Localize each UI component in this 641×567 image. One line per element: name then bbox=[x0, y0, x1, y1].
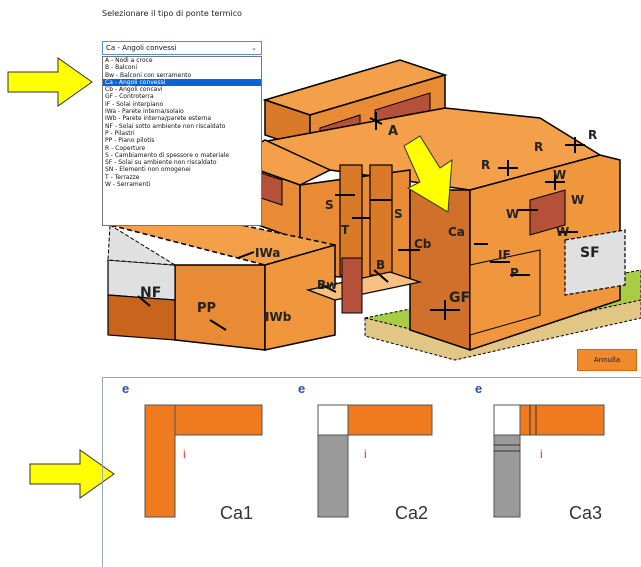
detail-ca2-exterior-label: e bbox=[298, 381, 306, 396]
listbox-option[interactable]: IWb - Parete interna/parete esterna bbox=[105, 115, 212, 123]
label-NF: NF bbox=[140, 285, 162, 301]
label-T: T bbox=[341, 223, 350, 237]
listbox-option[interactable]: T - Terrazze bbox=[105, 173, 140, 181]
label-W3: W bbox=[571, 193, 585, 207]
listbox-option[interactable]: R - Coperture bbox=[105, 144, 146, 152]
tower-window bbox=[529, 189, 566, 236]
label-Cb: Cb bbox=[414, 237, 432, 251]
label-W1: W bbox=[553, 168, 567, 182]
listbox-option[interactable]: IF - Solai interpiano bbox=[105, 100, 164, 108]
label-P: P bbox=[510, 266, 519, 280]
detail-ca2-caption: Ca2 bbox=[395, 503, 429, 523]
label-Bw: Bw bbox=[317, 278, 338, 292]
tower-lower bbox=[469, 249, 541, 336]
listbox-option[interactable]: GF - Controterra bbox=[105, 93, 154, 101]
balcony-bw bbox=[305, 271, 423, 301]
listbox-option[interactable]: SN - Elementi non omogenei bbox=[105, 166, 191, 174]
label-R2: R bbox=[534, 140, 544, 154]
listbox-option[interactable]: SF - Solai su ambiente non riscaldato bbox=[105, 159, 217, 167]
label-W4: W bbox=[556, 225, 570, 239]
prompt-label: Selezionare il tipo di ponte termico bbox=[102, 9, 242, 18]
detail-panel-border-top bbox=[102, 377, 641, 378]
tower-front bbox=[409, 189, 471, 352]
listbox-option[interactable]: B - Balconi bbox=[105, 64, 137, 72]
lower-front bbox=[174, 264, 266, 351]
listbox-option[interactable]: Ca - Angoli convessi bbox=[103, 78, 261, 87]
listbox-option[interactable]: A - Nodi a croce bbox=[105, 57, 153, 64]
label-GF: GF bbox=[449, 290, 471, 306]
left-dashed-box bbox=[107, 224, 176, 266]
label-IWb: IWb bbox=[265, 310, 292, 324]
listbox-option[interactable]: Cb - Angoli concavi bbox=[105, 86, 163, 94]
arrow-pointer-list bbox=[7, 57, 93, 107]
listbox-option[interactable]: S - Cambiamento di spessore o materiale bbox=[105, 151, 230, 159]
label-W2: W bbox=[506, 207, 520, 221]
combobox-value: Ca - Angoli convessi bbox=[106, 44, 177, 52]
detail-ca1-interior-label: i bbox=[183, 447, 186, 461]
label-IWa: IWa bbox=[255, 246, 281, 260]
sf-box bbox=[564, 229, 626, 296]
arrow-pointer-detail bbox=[29, 449, 115, 499]
label-Ca: Ca bbox=[448, 225, 465, 239]
listbox-option[interactable]: PP - Piano pilotis bbox=[105, 137, 155, 145]
listbox-option[interactable]: P - Pilastri bbox=[105, 129, 135, 137]
detail-ca2-interior-label: i bbox=[364, 447, 367, 461]
detail-ca1-caption: Ca1 bbox=[220, 503, 254, 523]
label-B: B bbox=[376, 258, 386, 272]
label-A: A bbox=[388, 124, 399, 139]
detail-ca1-exterior-label: e bbox=[122, 381, 130, 396]
detail-ca3-caption: Ca3 bbox=[569, 503, 603, 523]
label-IF: IF bbox=[498, 248, 511, 262]
annulla-button[interactable]: Annulla bbox=[577, 349, 637, 371]
listbox-option[interactable]: W - Serramenti bbox=[105, 181, 151, 189]
bridge-type-combobox[interactable]: Ca - Angoli convessi ⌄ bbox=[102, 41, 262, 55]
chevron-down-icon[interactable]: ⌄ bbox=[251, 44, 257, 52]
nf-lower bbox=[107, 294, 176, 341]
label-R3: R bbox=[481, 158, 491, 172]
label-SF: SF bbox=[580, 245, 600, 261]
detail-panel-border-left bbox=[102, 377, 103, 567]
label-PP: PP bbox=[197, 301, 217, 316]
label-R1: R bbox=[588, 128, 598, 142]
detail-ca3-exterior-label: e bbox=[475, 381, 483, 396]
balcony-door bbox=[341, 257, 363, 314]
listbox-option[interactable]: NF - Solai sotto ambiente non riscaldato bbox=[105, 122, 226, 130]
arrow-pointer-ca bbox=[403, 135, 453, 213]
detail-ca3-interior-label: i bbox=[540, 447, 543, 461]
label-S2: S bbox=[394, 207, 403, 221]
listbox-option[interactable]: IWa - Parete interna/solaio bbox=[105, 108, 184, 116]
lower-side bbox=[264, 244, 336, 351]
listbox-option[interactable]: Bw - Balconi con serramento bbox=[105, 71, 192, 79]
label-S1: S bbox=[325, 198, 334, 212]
